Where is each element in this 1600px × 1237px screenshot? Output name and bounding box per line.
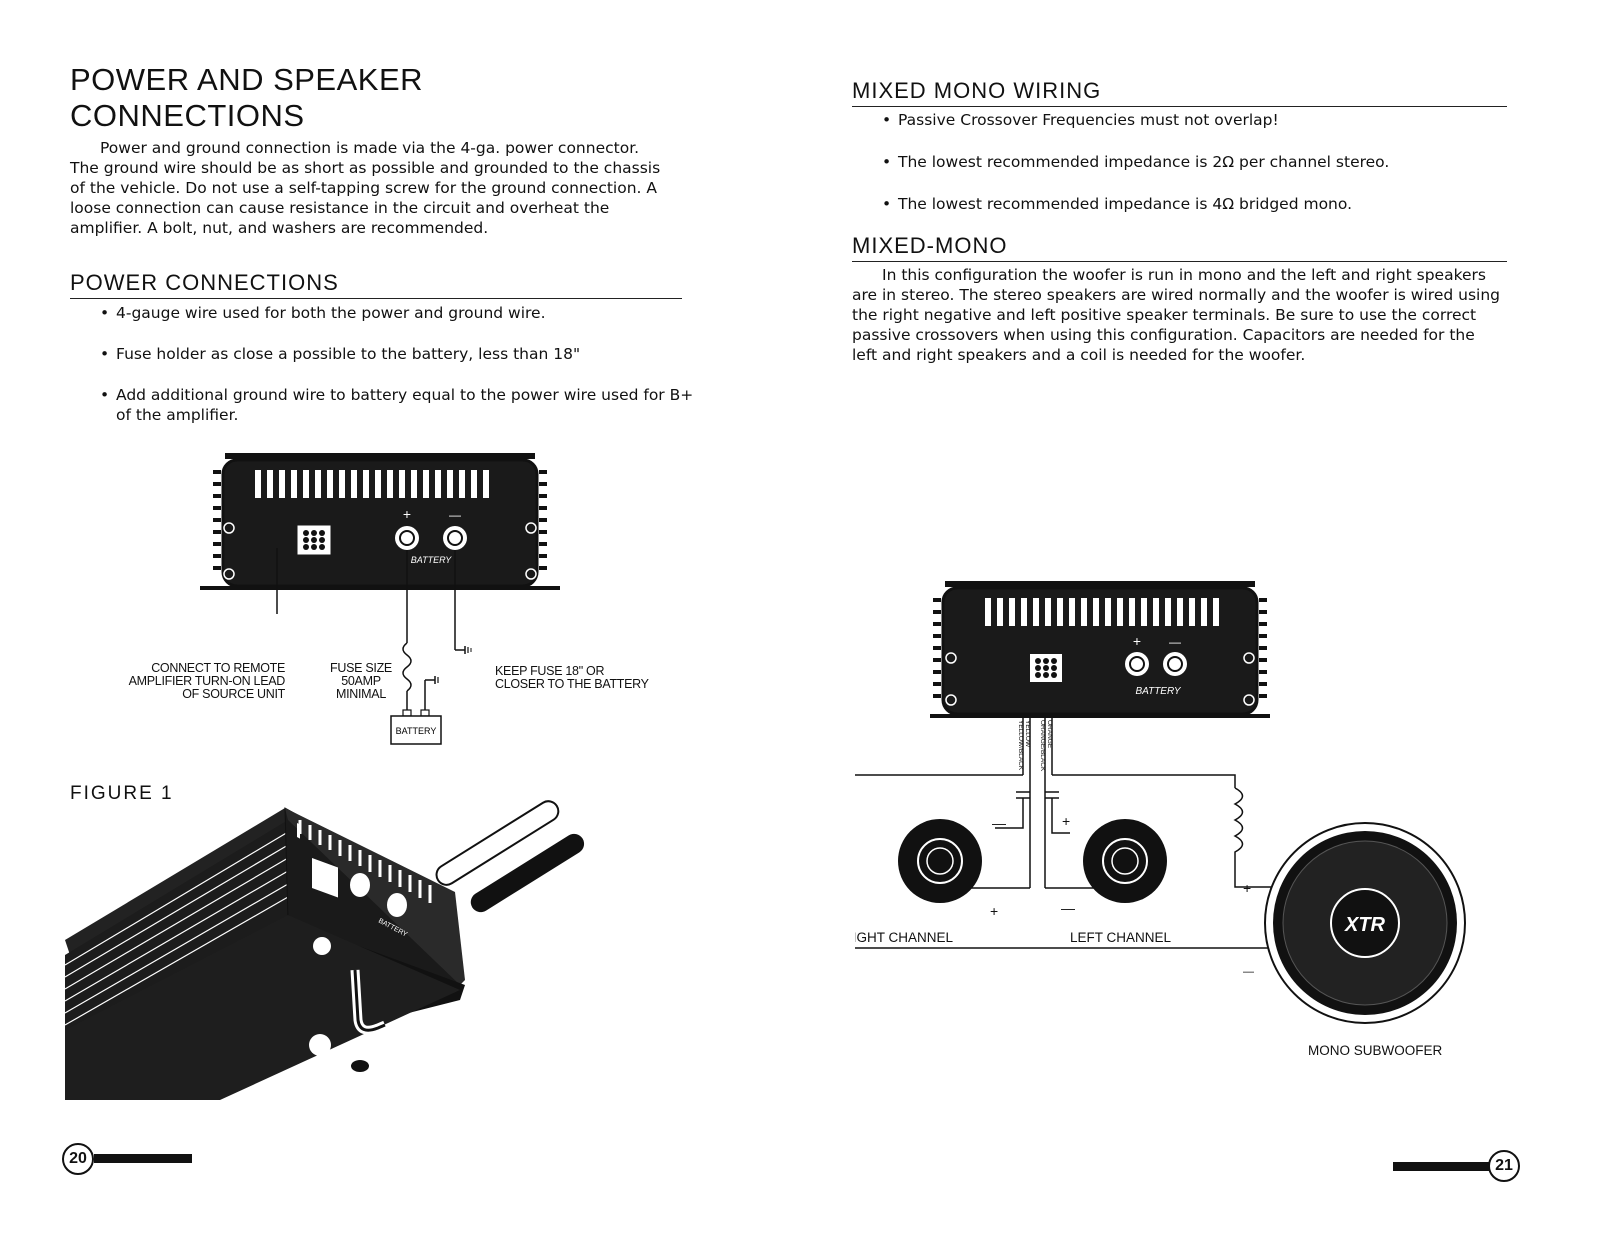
- power-bullets: 4-gauge wire used for both the power and…: [100, 303, 710, 425]
- wiring-bullet: The lowest recommended impedance is 4Ω b…: [882, 194, 1522, 214]
- title-line-2: CONNECTIONS: [70, 98, 305, 133]
- minus-sign: —: [1061, 900, 1075, 916]
- right-speaker-icon: [898, 819, 982, 903]
- battery-box-label: BATTERY: [396, 726, 437, 736]
- negative-terminal-icon: [1163, 652, 1187, 676]
- wiring-bullet: Passive Crossover Frequencies must not o…: [882, 110, 1522, 130]
- battery-terminal-label: BATTERY: [411, 555, 453, 565]
- positive-terminal-icon: [395, 526, 419, 550]
- plus-sign: +: [1133, 633, 1141, 649]
- minus-sign: —: [1169, 635, 1181, 649]
- page-bar-right: [1393, 1162, 1489, 1171]
- minus-sign: —: [1243, 966, 1254, 978]
- mixed-mono-wiring-heading: MIXED MONO WIRING: [852, 78, 1507, 107]
- mixed-mono-paragraph: In this configuration the woofer is run …: [852, 266, 1500, 364]
- black-ground-wire-icon: [470, 833, 585, 913]
- plus-sign: +: [403, 506, 411, 522]
- intro-paragraph: Power and ground connection is made via …: [70, 139, 661, 237]
- title-line-1: POWER AND SPEAKER: [70, 62, 424, 97]
- wire-label: ORANGE/BLACK: [1039, 720, 1046, 772]
- mixed-mono-wiring-diagram: + — BATTERY YELLOW/BLACK YELLOW ORANGE/B…: [855, 581, 1466, 1058]
- plus-sign: +: [1243, 880, 1251, 896]
- page-number-20: 20: [62, 1143, 94, 1175]
- keep-fuse-label: KEEP FUSE 18" OR CLOSER TO THE BATTERY: [495, 664, 649, 691]
- wire-label: YELLOW/BLACK: [1017, 720, 1024, 771]
- power-bullet: 4-gauge wire used for both the power and…: [100, 303, 710, 323]
- right-channel-label: RIGHT CHANNEL: [855, 930, 954, 945]
- iso-connector-icon: [312, 857, 338, 898]
- battery-icon: [390, 715, 442, 745]
- wiring-bullets: Passive Crossover Frequencies must not o…: [882, 110, 1522, 214]
- power-bullet: Fuse holder as close a possible to the b…: [100, 344, 710, 364]
- remote-lead-label: CONNECT TO REMOTE AMPLIFIER TURN-ON LEAD…: [128, 661, 286, 701]
- battery-terminal-label: BATTERY: [1135, 686, 1181, 697]
- iso-terminal-icon: [387, 893, 407, 917]
- page-bar-left: [94, 1154, 192, 1163]
- plus-sign: +: [990, 903, 998, 919]
- power-connections-heading: POWER CONNECTIONS: [70, 270, 682, 299]
- mixed-mono-heading: MIXED-MONO: [852, 233, 1507, 262]
- negative-terminal-icon: [443, 526, 467, 550]
- wiring-bullet: The lowest recommended impedance is 2Ω p…: [882, 152, 1522, 172]
- minus-sign: —: [449, 508, 461, 522]
- mono-subwoofer-label: MONO SUBWOOFER: [1308, 1043, 1442, 1058]
- power-wiring-diagram: + — BATTERY BATTERY: [200, 453, 560, 745]
- iso-terminal-icon: [350, 873, 370, 897]
- left-speaker-icon: [1083, 819, 1167, 903]
- power-bullet: Add additional ground wire to battery eq…: [100, 385, 710, 425]
- amplifier-isometric-figure: BATTERY: [64, 800, 585, 1100]
- figure-label: FIGURE 1: [70, 783, 174, 804]
- wire-label: YELLOW: [1024, 720, 1031, 748]
- fuse-icon: [402, 642, 412, 692]
- minus-sign: —: [992, 815, 1006, 831]
- page-number-21: 21: [1488, 1150, 1520, 1182]
- positive-terminal-icon: [1125, 652, 1149, 676]
- white-power-wire-icon: [435, 800, 560, 886]
- left-page-title: POWER AND SPEAKER CONNECTIONS: [70, 62, 710, 134]
- left-channel-label: LEFT CHANNEL: [1070, 930, 1172, 945]
- plus-sign: +: [1062, 813, 1070, 829]
- wire-label: ORANGE: [1046, 720, 1053, 749]
- fuse-size-label: FUSE SIZE 50AMP MINIMAL: [330, 661, 392, 701]
- sub-logo: XTR: [1344, 914, 1386, 936]
